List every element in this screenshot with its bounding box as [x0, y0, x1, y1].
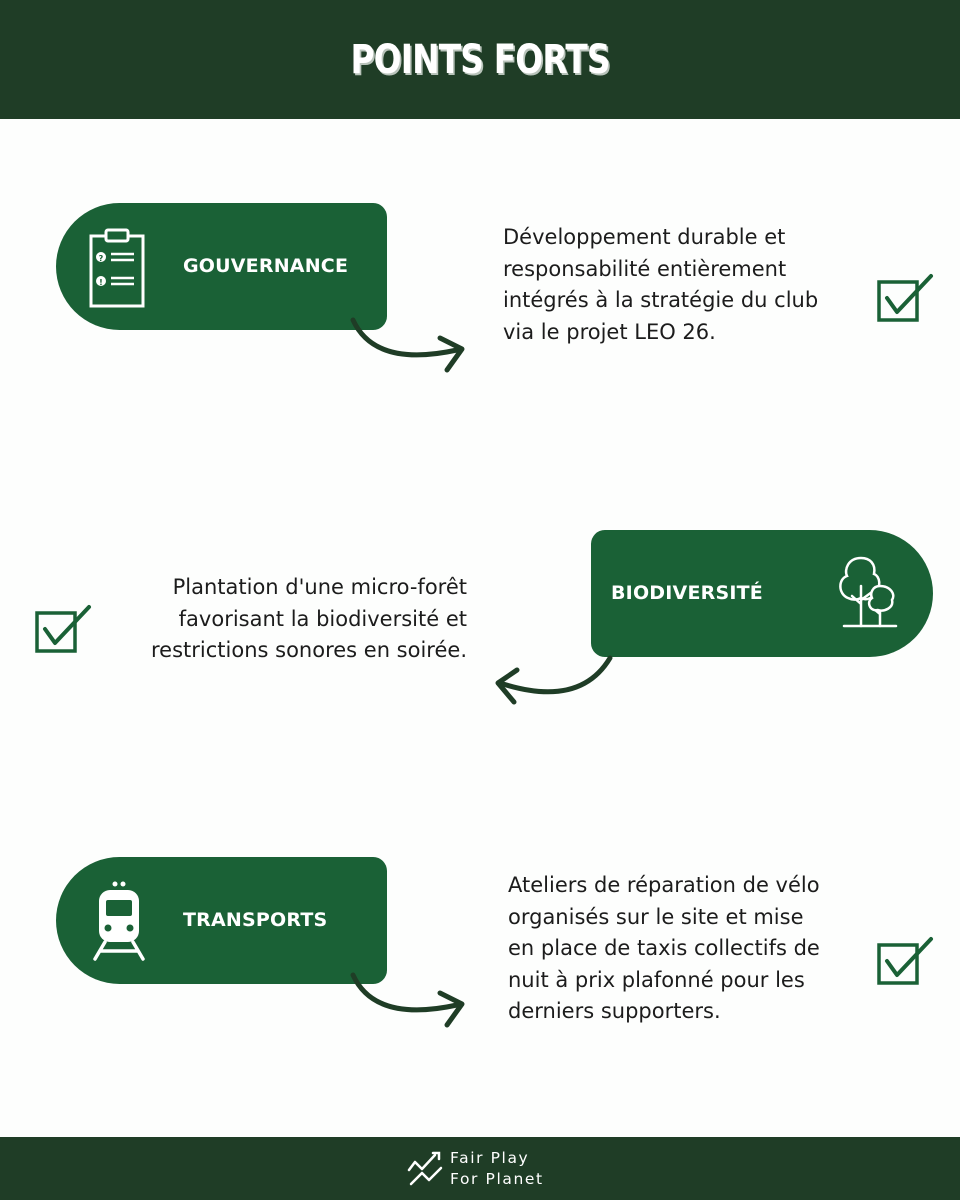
transports-description: Ateliers de réparation de vélo organisés… — [508, 873, 820, 1023]
check-icon — [877, 937, 933, 985]
check-icon — [877, 274, 933, 322]
transports-label: TRANSPORTS — [183, 909, 328, 931]
curved-arrow-icon — [495, 655, 613, 705]
tree-icon — [839, 556, 898, 628]
svg-text:?: ? — [99, 254, 104, 263]
train-icon — [93, 881, 145, 961]
footer-banner — [0, 1137, 960, 1200]
gouvernance-description: Développement durable et responsabilité … — [503, 225, 819, 344]
biodiversite-pill: BIODIVERSITÉ — [591, 530, 933, 657]
biodiversite-label: BIODIVERSITÉ — [611, 582, 763, 604]
curved-arrow-icon — [350, 972, 465, 1028]
header-banner: POINTS FORTS — [0, 0, 960, 119]
clipboard-icon: ? ! — [89, 228, 145, 308]
logo-text-line-2: For Planet — [450, 1170, 544, 1188]
gouvernance-label: GOUVERNANCE — [183, 255, 349, 277]
svg-text:!: ! — [99, 278, 103, 287]
gouvernance-pill: ? ! GOUVERNANCE — [56, 203, 387, 330]
curved-arrow-icon — [350, 317, 465, 373]
transports-pill: TRANSPORTS — [56, 857, 387, 984]
logo-text-line-1: Fair Play — [450, 1149, 530, 1167]
biodiversite-description: Plantation d'une micro-forêt favorisant … — [151, 575, 467, 662]
check-icon — [35, 605, 91, 653]
page-title: POINTS FORTS — [350, 36, 610, 83]
logo-icon — [407, 1151, 443, 1186]
